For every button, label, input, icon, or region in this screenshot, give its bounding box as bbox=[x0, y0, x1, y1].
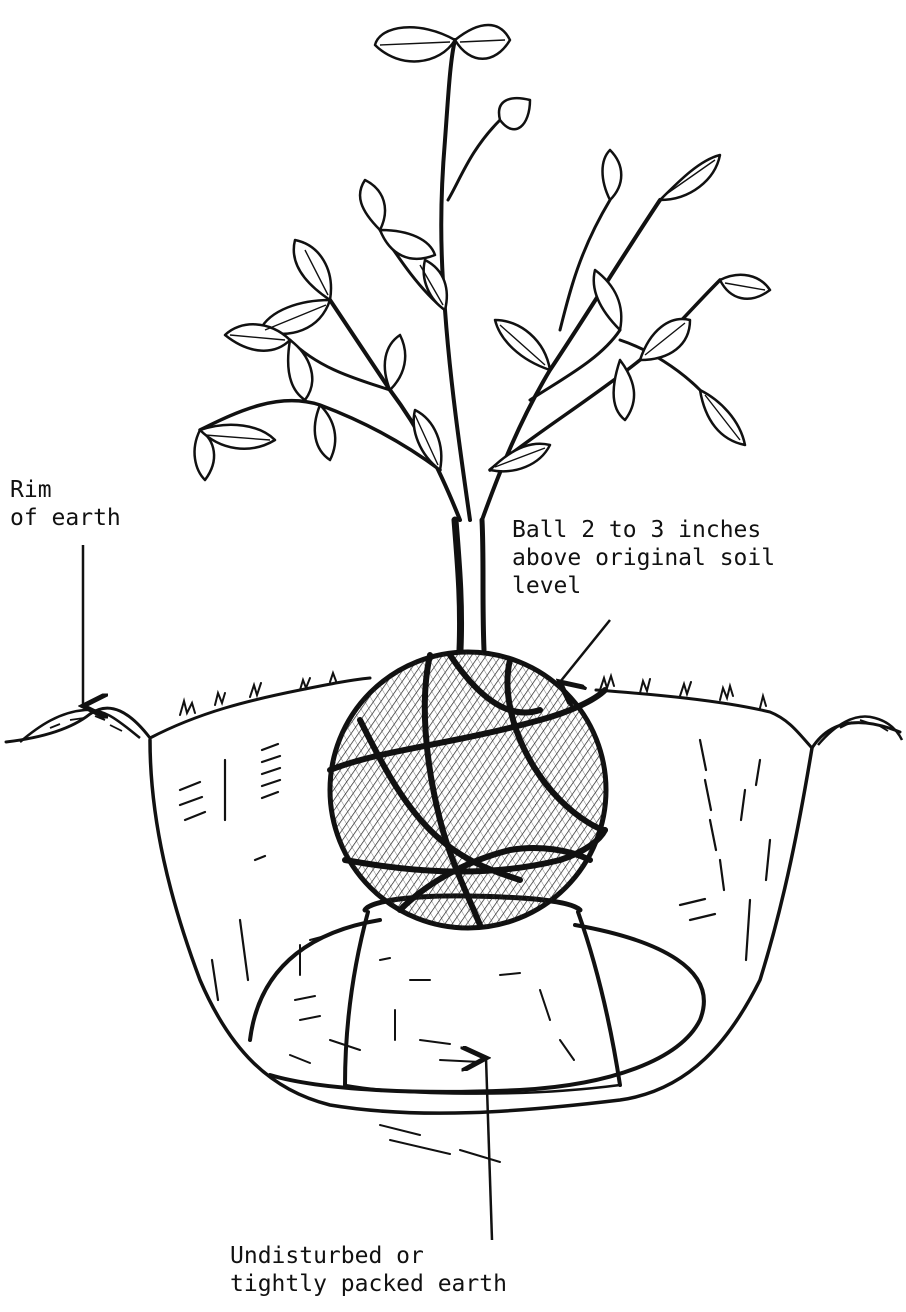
ball-label-line-1: Ball 2 to 3 inches bbox=[512, 516, 775, 544]
ball-label-line-3: level bbox=[512, 572, 775, 600]
leaves bbox=[195, 25, 770, 480]
undisturbed-arrow bbox=[486, 1058, 492, 1240]
ball-height-label: Ball 2 to 3 inches above original soil l… bbox=[512, 516, 775, 600]
rim-of-earth-label: Rim of earth bbox=[10, 476, 121, 532]
undisturbed-label-line-1: Undisturbed or bbox=[230, 1242, 507, 1270]
leaf-veins bbox=[205, 40, 765, 467]
undisturbed-earth-label: Undisturbed or tightly packed earth bbox=[230, 1242, 507, 1298]
ball-label-line-2: above original soil bbox=[512, 544, 775, 572]
root-ball bbox=[330, 652, 606, 928]
rim-label-line-1: Rim bbox=[10, 476, 121, 504]
ball-arrow bbox=[560, 620, 610, 682]
undisturbed-label-line-2: tightly packed earth bbox=[230, 1270, 507, 1298]
rim-label-line-2: of earth bbox=[10, 504, 121, 532]
